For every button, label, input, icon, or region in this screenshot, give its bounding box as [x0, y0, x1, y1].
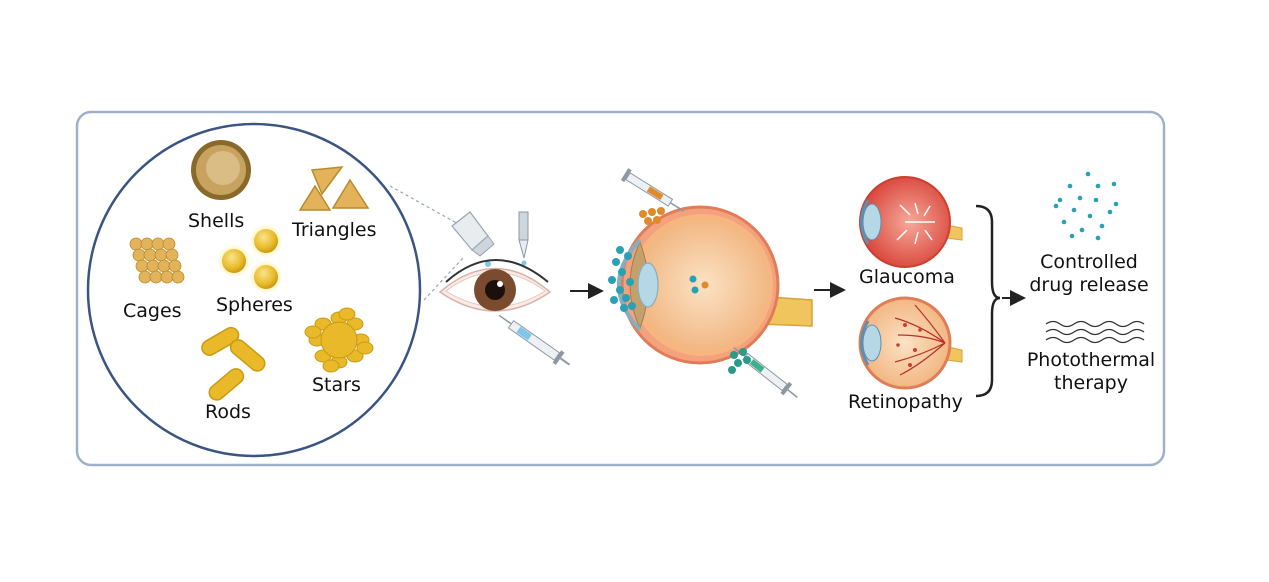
label-rods: Rods	[205, 401, 251, 423]
glaucoma-eye-icon	[859, 176, 963, 268]
front-eye-icon	[438, 259, 552, 312]
label-photothermal-line2: therapy	[1054, 372, 1128, 394]
teal-particles-cornea	[608, 246, 636, 312]
label-spheres: Spheres	[216, 294, 293, 316]
zoom-lines	[389, 185, 464, 301]
cage-particle-icon	[129, 237, 185, 284]
retinopathy-eye-icon	[858, 296, 963, 390]
outer-frame	[75, 110, 1166, 467]
label-triangles: Triangles	[292, 219, 377, 241]
label-stars: Stars	[312, 374, 361, 396]
green-particles	[728, 348, 751, 374]
rod-particles-icon	[201, 326, 266, 401]
label-photothermal-line1: Photothermal	[1026, 349, 1156, 371]
triangle-particles-icon	[298, 166, 370, 211]
eye-cross-section-icon	[617, 205, 813, 365]
star-particle-icon	[304, 307, 374, 373]
nanoparticle-zoom-circle	[86, 122, 422, 458]
label-controlled-release-line2: drug release	[1029, 274, 1149, 296]
orange-particles	[639, 207, 665, 225]
pipette-icon	[518, 211, 529, 266]
sphere-particles-icon	[217, 224, 283, 294]
label-retinopathy: Retinopathy	[848, 391, 963, 413]
label-shells: Shells	[188, 210, 245, 232]
shell-particle-icon	[191, 140, 251, 200]
label-cages: Cages	[123, 300, 182, 322]
eye-drop-bottle-icon	[451, 211, 495, 267]
grouping-bracket	[975, 204, 1001, 398]
syringe-icon-front	[498, 314, 571, 366]
drug-release-dots-icon	[1053, 171, 1119, 241]
syringe-icon-top	[620, 168, 685, 212]
photothermal-waves-icon	[1045, 320, 1145, 344]
label-controlled-release-line1: Controlled	[1040, 251, 1138, 273]
label-glaucoma: Glaucoma	[859, 266, 955, 288]
syringe-icon-bottom	[733, 346, 798, 398]
